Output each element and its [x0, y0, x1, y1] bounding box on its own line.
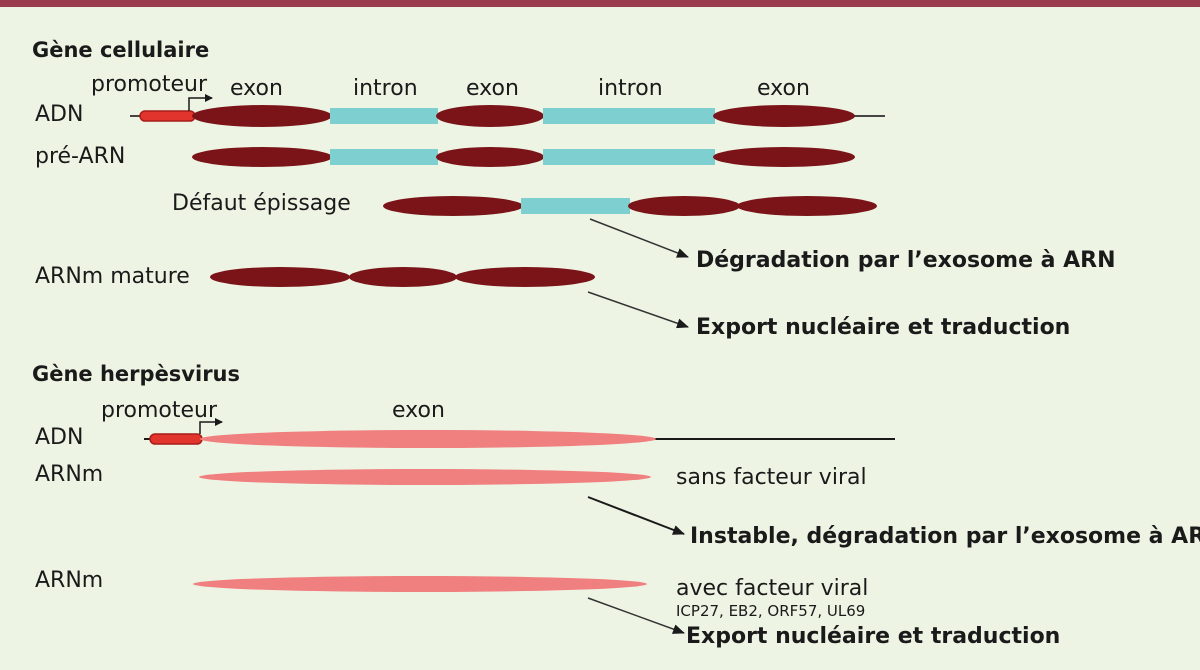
intron-shape: [330, 108, 438, 124]
exon-shape: [628, 196, 740, 216]
viral-mrna-row-label-2: ARNm: [35, 568, 104, 593]
pre-arn-row-label: pré-ARN: [35, 144, 126, 169]
mature-mrna-label: ARNm mature: [35, 264, 190, 289]
viral-transcription-start-arrow: [199, 418, 223, 434]
promoter-label: promoteur: [91, 72, 208, 97]
viral-export-arrow: [587, 597, 685, 634]
exon-shape: [349, 267, 457, 287]
exon-label: exon: [757, 76, 810, 101]
viral-adn-row-label: ADN: [35, 425, 84, 450]
intron-shape: [543, 149, 715, 165]
viral-exon-label: exon: [392, 398, 445, 423]
export-arrow: [587, 291, 689, 329]
instability-arrow: [587, 496, 685, 535]
exon-shape: [383, 196, 523, 216]
with-viral-factor-label: avec facteur viral: [676, 576, 869, 601]
intron-shape: [543, 108, 715, 124]
exon-shape: [455, 267, 595, 287]
exon-shape: [436, 105, 544, 127]
herpesvirus-gene-title: Gène herpèsvirus: [32, 362, 241, 386]
intron-label: intron: [353, 76, 418, 101]
exon-shape: [713, 105, 855, 127]
exon-label: exon: [466, 76, 519, 101]
viral-promoter-label: promoteur: [101, 398, 218, 423]
unstable-outcome-label: Instable, dégradation par l’exosome à AR…: [690, 524, 1200, 549]
viral-exon-shape: [200, 430, 656, 448]
exon-shape: [737, 196, 877, 216]
exon-shape: [192, 105, 332, 127]
exon-shape: [192, 147, 332, 167]
exon-shape: [713, 147, 855, 167]
exon-shape: [436, 147, 544, 167]
exon-label: exon: [230, 76, 283, 101]
viral-factors-list: ICP27, EB2, ORF57, UL69: [676, 602, 866, 620]
splicing-defect-label: Défaut épissage: [172, 191, 351, 216]
intron-shape: [330, 149, 438, 165]
degradation-arrow: [589, 218, 689, 258]
exon-shape: [210, 267, 350, 287]
viral-promoter-box: [149, 433, 203, 445]
transcription-start-arrow: [188, 94, 213, 111]
viral-export-outcome-label: Export nucléaire et traduction: [686, 624, 1061, 649]
top-border-bar: [0, 0, 1200, 7]
without-viral-factor-label: sans facteur viral: [676, 465, 867, 490]
export-outcome-label: Export nucléaire et traduction: [696, 315, 1071, 340]
intron-shape: [521, 198, 630, 214]
viral-mrna-row-label: ARNm: [35, 462, 104, 487]
viral-mrna-shape: [193, 576, 647, 592]
viral-mrna-shape: [199, 469, 651, 485]
adn-row-label: ADN: [35, 102, 84, 127]
cellular-gene-title: Gène cellulaire: [32, 38, 210, 62]
intron-label: intron: [598, 76, 663, 101]
degradation-outcome-label: Dégradation par l’exosome à ARN: [696, 248, 1116, 273]
promoter-box: [139, 110, 196, 122]
